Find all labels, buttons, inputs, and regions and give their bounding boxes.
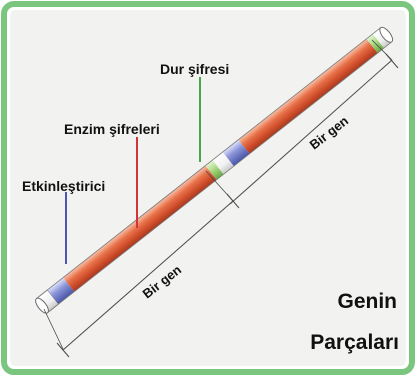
gap-segment — [212, 152, 234, 175]
coding-segment-2 — [238, 38, 378, 154]
measure-tick-lower-left — [56, 342, 70, 358]
extension-middle — [205, 170, 234, 202]
measurement-lines — [43, 39, 399, 358]
measure-line-lower — [62, 200, 234, 351]
measure-line-upper — [229, 59, 393, 205]
extension-lower-left — [43, 308, 64, 350]
title-line-2: Parçaları — [310, 331, 399, 354]
promoter-segment-2 — [222, 139, 250, 167]
label-dur-sifresi: Dur şifresi — [160, 61, 229, 77]
gene-rod — [35, 26, 394, 314]
label-etkinlestirici: Etkinleştirici — [22, 178, 105, 194]
coding-segment-1 — [63, 165, 217, 292]
extension-upper-right — [371, 39, 393, 61]
title-line-1: Genin — [337, 290, 397, 313]
promoter-segment-1 — [47, 277, 75, 305]
rod-right-cap — [372, 27, 392, 49]
stop-segment-1 — [205, 160, 224, 180]
label-enzim-sifreleri: Enzim şifreleri — [64, 121, 160, 137]
